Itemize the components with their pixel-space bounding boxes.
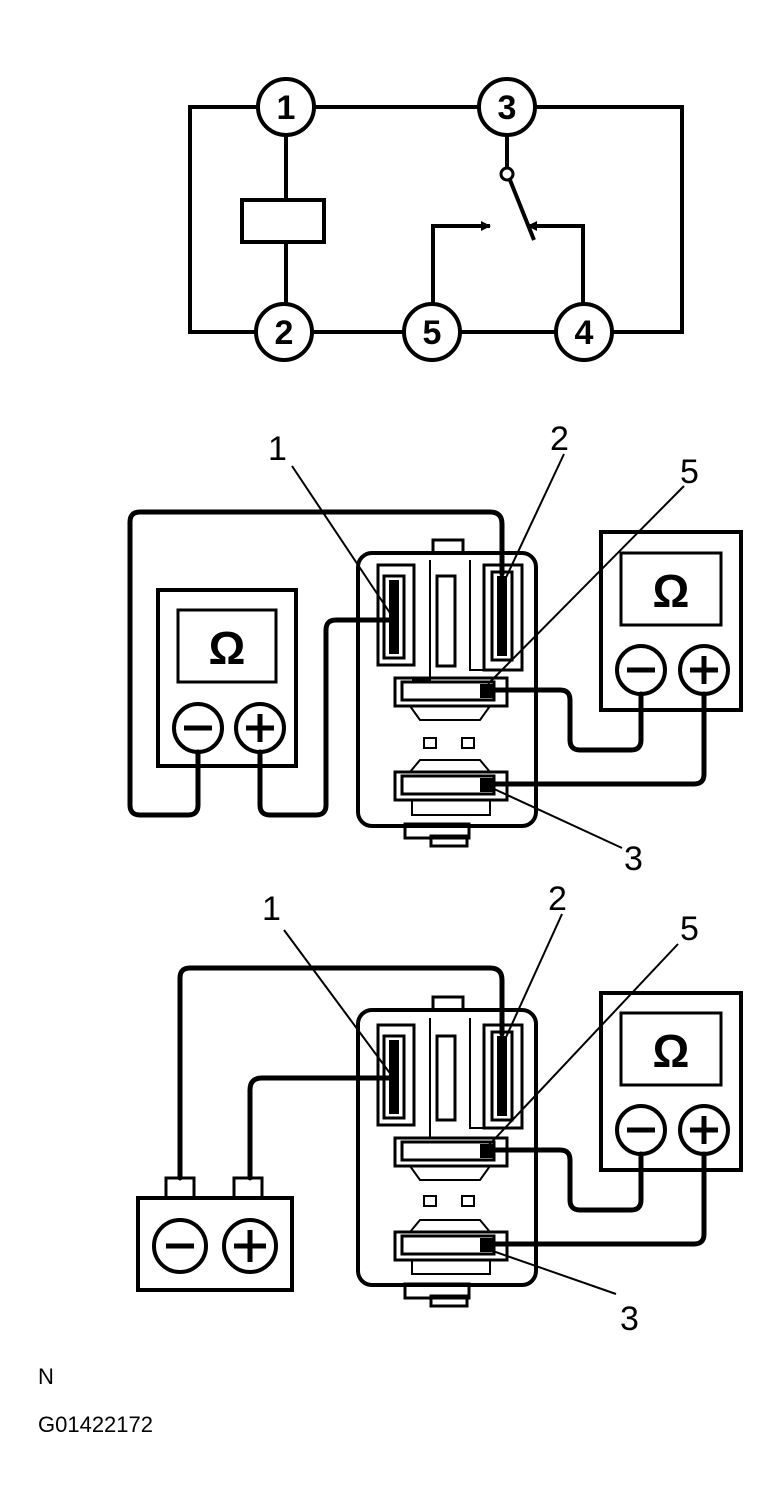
ohm-symbol: Ω [209,622,246,674]
relay-coil [240,198,326,244]
meter-display [619,1011,723,1087]
ohmmeter-left: Ω [156,588,298,768]
callout-1: 1 [268,430,287,468]
callout-2: 2 [550,420,569,458]
svg-text:3: 3 [498,89,517,127]
callout-3: 3 [620,1300,639,1338]
relay-schematic [188,105,684,334]
figure-code: G01422172 [38,1412,153,1437]
callout-5: 5 [680,910,699,948]
callout-5: 5 [680,453,699,491]
test-leads-2 [177,965,707,1247]
meter-display [619,551,723,627]
ohmmeter-right: Ω [599,530,743,712]
callout-2: 2 [548,880,567,918]
ohmmeter: Ω [599,991,743,1172]
footer-letter: N [38,1364,54,1389]
contact-5-wire [431,221,491,304]
test-leads-1 [127,509,707,818]
battery [136,1176,294,1292]
switch-blade [508,179,536,241]
meter-display [176,608,278,684]
svg-text:4: 4 [575,314,594,352]
callouts-1 [291,453,685,849]
callout-3: 3 [624,840,643,878]
svg-text:2: 2 [275,314,294,352]
svg-text:1: 1 [277,89,296,127]
schematic-node-5: 5 [402,302,462,362]
callouts-2 [283,913,679,1295]
test-2-battery-setup: Ω 1 2 5 3 [136,880,743,1338]
schematic-node-3: 3 [477,77,537,137]
schematic-node-4: 4 [554,302,614,362]
contact-4-wire [527,221,585,304]
test-1-ohmmeter-setup: Ω Ω 1 2 [127,420,743,878]
schematic-node-1: 1 [256,77,316,137]
switch-pivot [499,166,515,182]
ohm-symbol: Ω [653,565,690,617]
schematic-node-2: 2 [254,302,314,362]
svg-text:5: 5 [423,314,442,352]
ohm-symbol: Ω [653,1025,690,1077]
callout-1: 1 [262,890,281,928]
